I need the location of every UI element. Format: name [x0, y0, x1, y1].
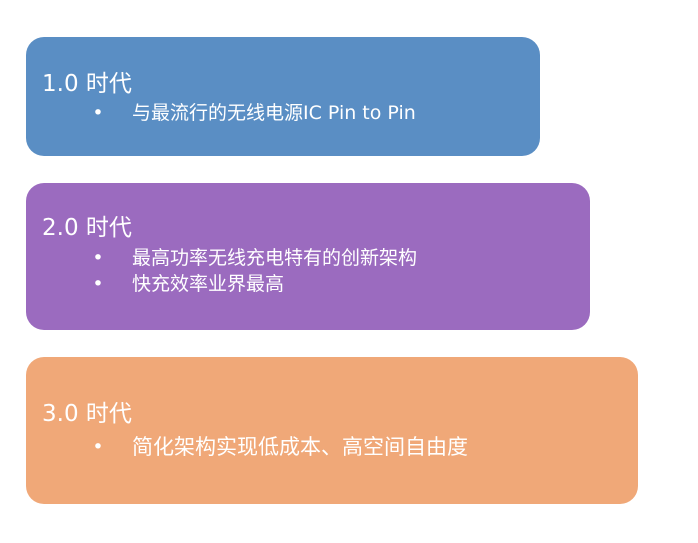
- bullet-dot-icon: •: [92, 436, 104, 458]
- bullet-list: • 最高功率无线充电特有的创新架构 • 快充效率业界最高: [92, 245, 417, 297]
- bullet-text: 简化架构实现低成本、高空间自由度: [132, 435, 468, 459]
- bullet-item: • 简化架构实现低成本、高空间自由度: [92, 432, 468, 462]
- bullet-dot-icon: •: [92, 247, 104, 269]
- era-card-3: 3.0 时代 • 简化架构实现低成本、高空间自由度: [26, 357, 638, 504]
- bullet-item: • 快充效率业界最高: [92, 271, 417, 297]
- bullet-dot-icon: •: [92, 273, 104, 295]
- era-title: 3.0 时代: [42, 401, 132, 427]
- bullet-item: • 最高功率无线充电特有的创新架构: [92, 245, 417, 271]
- bullet-item: • 与最流行的无线电源IC Pin to Pin: [92, 100, 416, 126]
- era-card-1: 1.0 时代 • 与最流行的无线电源IC Pin to Pin: [26, 37, 540, 156]
- bullet-list: • 简化架构实现低成本、高空间自由度: [92, 432, 468, 462]
- era-card-2: 2.0 时代 • 最高功率无线充电特有的创新架构 • 快充效率业界最高: [26, 183, 590, 330]
- bullet-text: 最高功率无线充电特有的创新架构: [132, 247, 418, 269]
- bullet-list: • 与最流行的无线电源IC Pin to Pin: [92, 100, 416, 126]
- bullet-dot-icon: •: [92, 102, 104, 124]
- era-title: 1.0 时代: [42, 71, 132, 97]
- era-title: 2.0 时代: [42, 215, 132, 241]
- bullet-text: 快充效率业界最高: [132, 273, 285, 295]
- bullet-text: 与最流行的无线电源IC Pin to Pin: [132, 102, 416, 124]
